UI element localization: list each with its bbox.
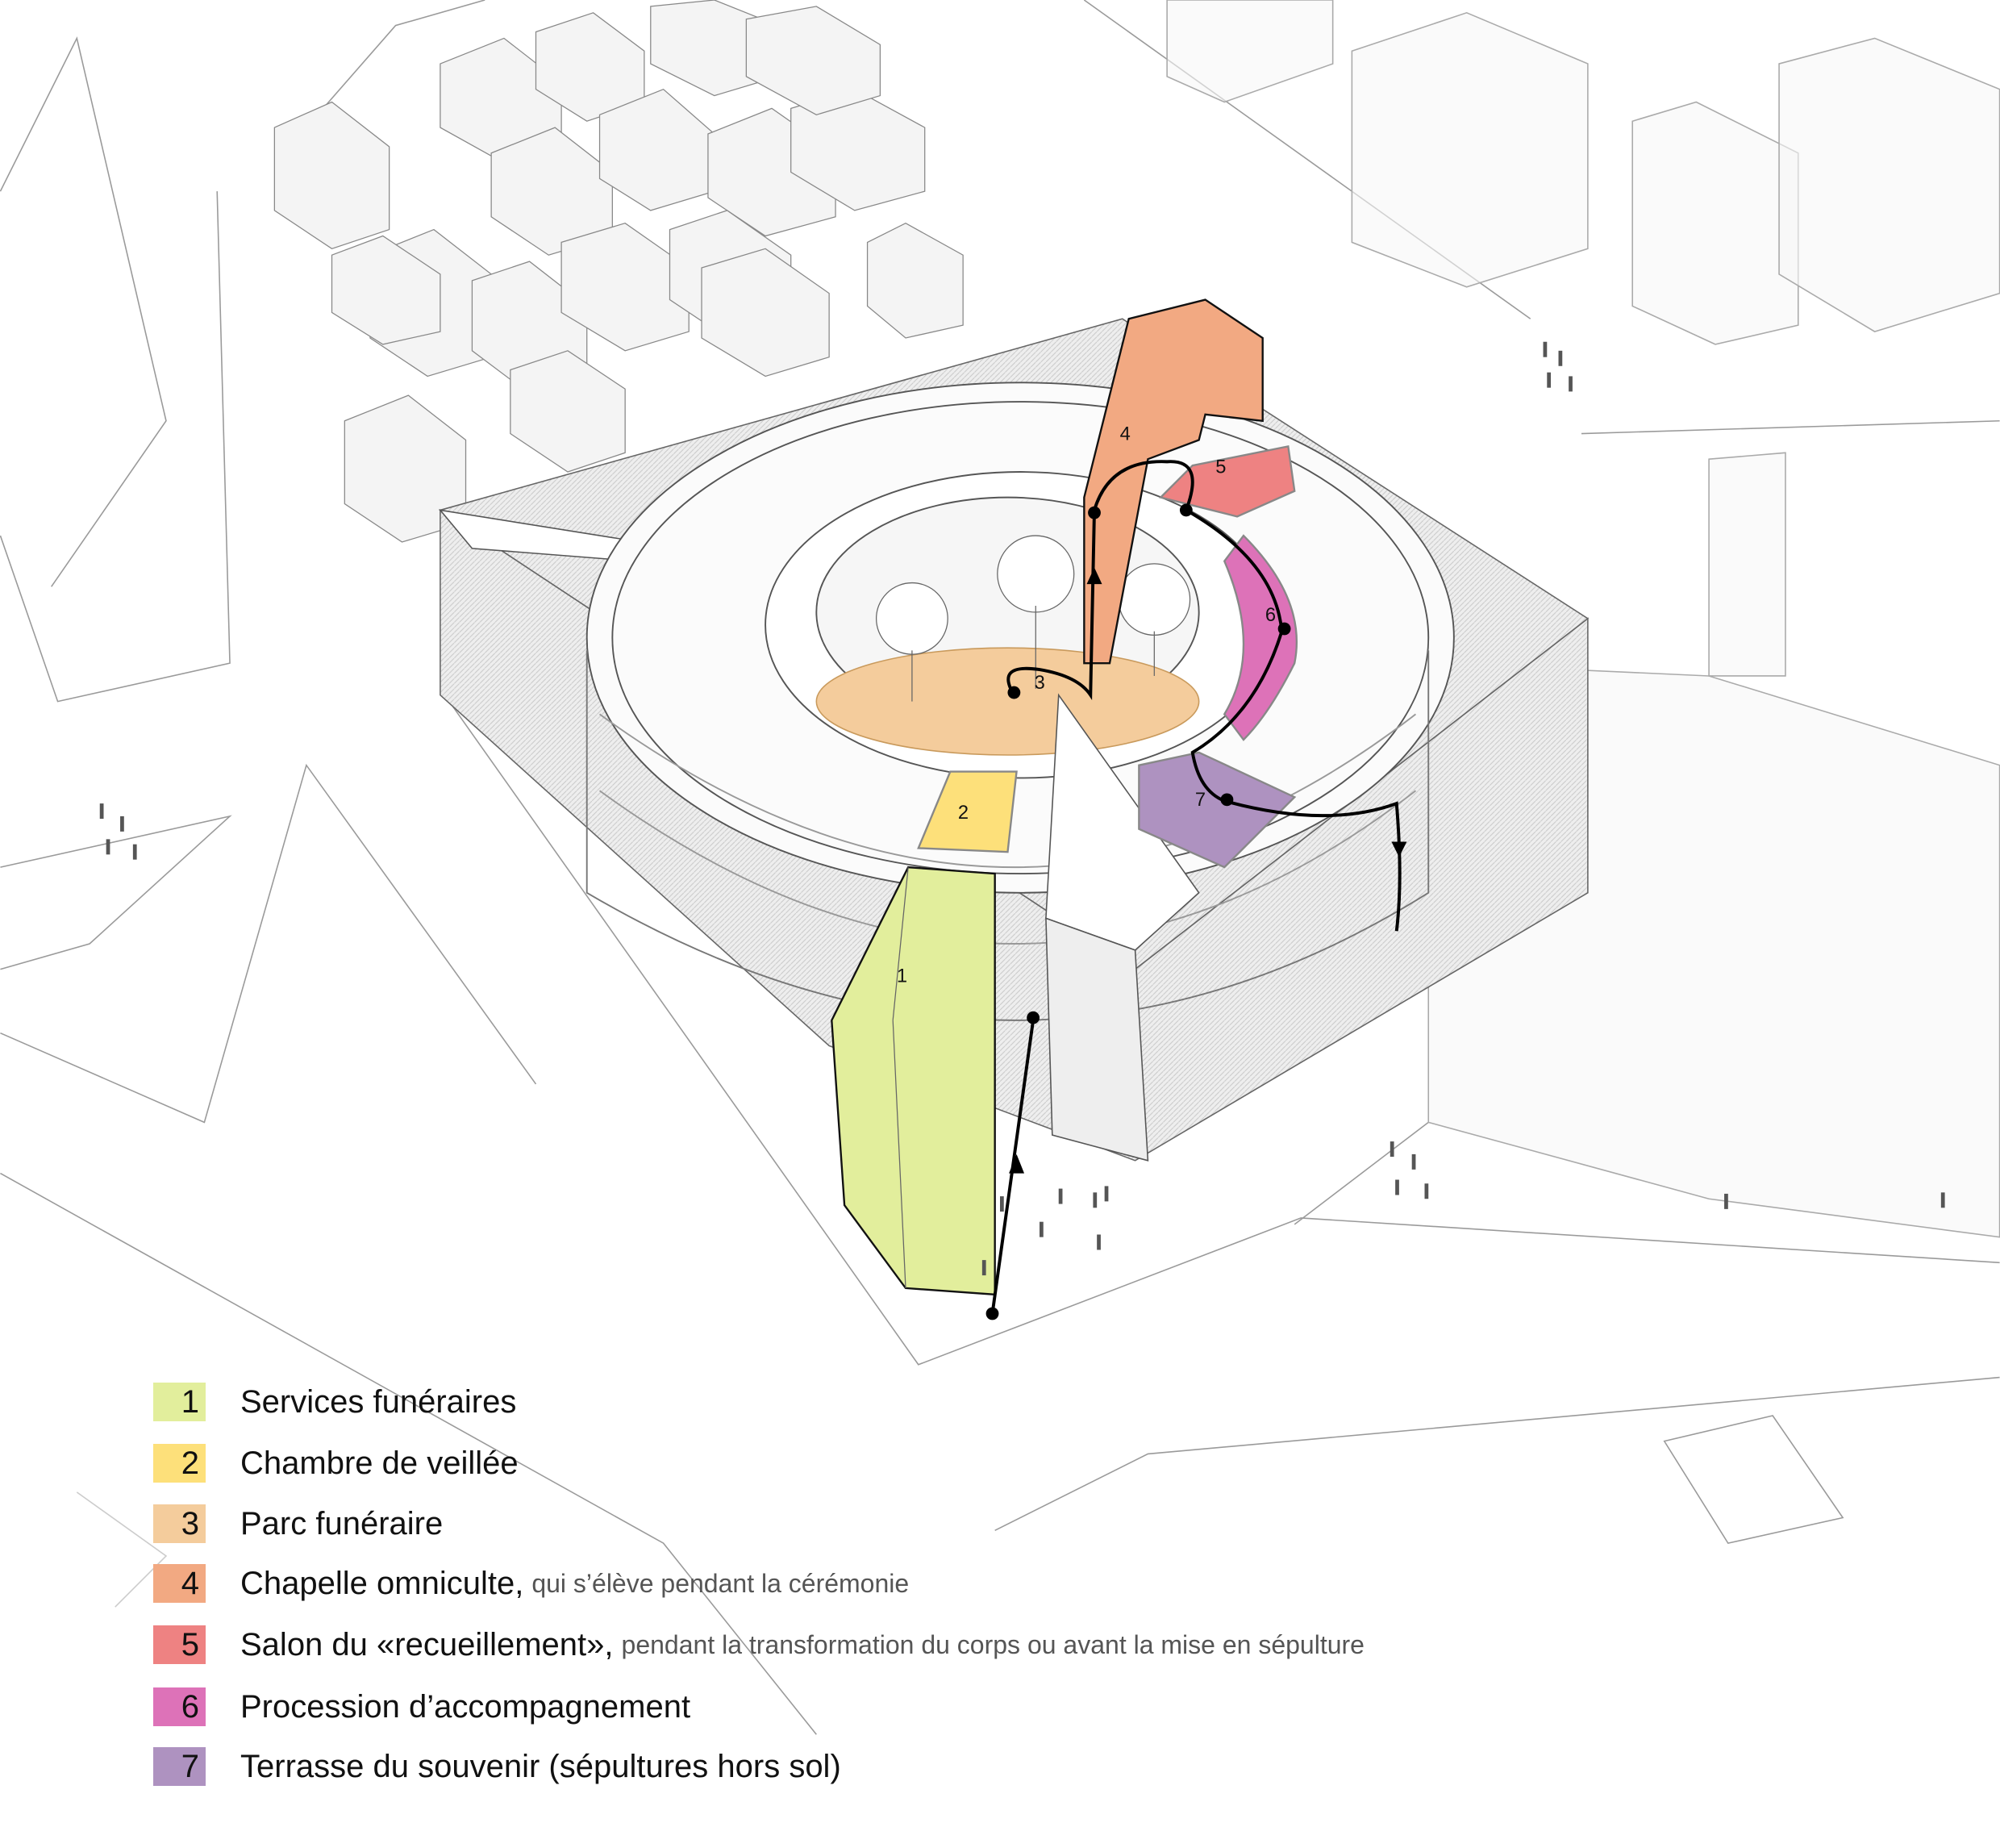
context-houses [273, 0, 964, 543]
legend-swatch: 3 [153, 1504, 206, 1543]
legend-swatch: 7 [153, 1747, 206, 1786]
program-volumes [831, 298, 1298, 1296]
path-markers [985, 503, 1407, 1320]
legend-item: 5 Salon du «recueillement», pendant la t… [153, 1625, 1365, 1665]
legend-item: 7 Terrasse du souvenir (sépultures hors … [153, 1746, 841, 1787]
legend-label: Chambre de veillée [240, 1445, 519, 1481]
volume-label-3: 3 [1035, 673, 1045, 694]
legend-item: 4 Chapelle omniculte, qui s’élève pendan… [153, 1563, 909, 1604]
legend-note: pendant la transformation du corps ou av… [621, 1629, 1365, 1659]
legend-label: Terrasse du souvenir (sépultures hors so… [240, 1748, 841, 1784]
volume-label-4: 4 [1120, 423, 1131, 444]
legend-swatch: 6 [153, 1687, 206, 1726]
parc-funeraire-area [815, 647, 1200, 756]
volume-label-6: 6 [1265, 605, 1276, 626]
legend-label: Chapelle omniculte, [240, 1565, 524, 1601]
legend-label: Services funéraires [240, 1383, 517, 1420]
legend-swatch: 5 [153, 1625, 206, 1664]
legend-item: 3 Parc funéraire [153, 1504, 443, 1544]
volume-label-7: 7 [1195, 790, 1206, 811]
legend-label: Parc funéraire [240, 1505, 444, 1541]
volume-5-salon [1158, 444, 1296, 518]
entrance-glass [1045, 917, 1149, 1162]
legend-label: Procession d’accompagnement [240, 1688, 691, 1725]
legend-item: 6 Procession d’accompagnement [153, 1687, 690, 1727]
legend-note: qui s’élève pendant la cérémonie [531, 1568, 910, 1598]
street-lines [0, 0, 2000, 1735]
legend-swatch: 1 [153, 1383, 206, 1421]
tree-icons [876, 535, 1191, 702]
volume-4-chapelle [1083, 298, 1264, 665]
legend-label: Salon du «recueillement», [240, 1626, 614, 1662]
volume-2-chambre [917, 770, 1018, 853]
volume-label-2: 2 [958, 803, 969, 824]
legend-swatch: 4 [153, 1564, 206, 1603]
volume-numbers: 1 2 3 4 5 6 7 [897, 423, 1276, 987]
volume-6-procession [1223, 534, 1298, 741]
legend-item: 2 Chambre de veillée [153, 1443, 519, 1483]
people-figures [99, 341, 1945, 1276]
volume-7-terrasse [1138, 751, 1297, 869]
volume-label-1: 1 [897, 966, 907, 987]
volume-label-5: 5 [1215, 457, 1226, 478]
legend-item: 1 Services funéraires [153, 1382, 516, 1422]
legend-swatch: 2 [153, 1444, 206, 1483]
